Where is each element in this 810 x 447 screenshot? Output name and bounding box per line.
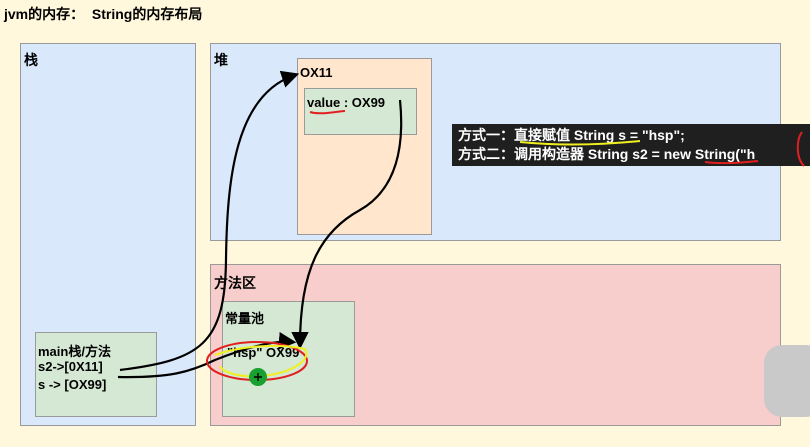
constant-pool-label: 常量池 <box>225 311 265 326</box>
arrow-s2-to-object <box>119 70 300 372</box>
object-address: OX11 <box>300 65 333 80</box>
logo-watermark <box>764 345 810 417</box>
arrow-s-to-pool <box>117 332 297 379</box>
stack-var-s: s -> [OX99] <box>38 377 107 392</box>
note-line-2: 方式二：调用构造器 String s2 = new String("h <box>458 146 756 162</box>
stack-label: 栈 <box>24 52 38 68</box>
value-field: value : OX99 <box>304 88 417 135</box>
cursor-plus <box>254 373 262 381</box>
note-line-1: 方式一：直接赋值 String s = "hsp"; <box>458 127 685 143</box>
heap-label: 堆 <box>214 52 228 68</box>
stack-var-s2: s2->[0X11] <box>38 359 103 374</box>
arrow-value-to-literal <box>291 99 403 350</box>
yellow-underline-note <box>519 140 641 146</box>
note-box: 方式一：直接赋值 String s = "hsp"; 方式二：调用构造器 Str… <box>452 124 810 166</box>
red-bracket <box>796 131 805 167</box>
red-underline-value <box>309 110 346 115</box>
yellow-scribble-literal <box>214 344 308 378</box>
value-field-text: value : OX99 <box>307 95 386 110</box>
red-underline-new <box>704 160 759 165</box>
heap-object: OX11 <box>297 58 432 235</box>
constant-pool: 常量池 "hsp" OX99 <box>222 301 355 417</box>
frame-title: main栈/方法 <box>38 344 111 359</box>
main-stack-frame: main栈/方法 s2->[0X11] s -> [OX99] <box>35 332 157 417</box>
page-title: jvm的内存： String的内存布局 <box>4 6 203 22</box>
